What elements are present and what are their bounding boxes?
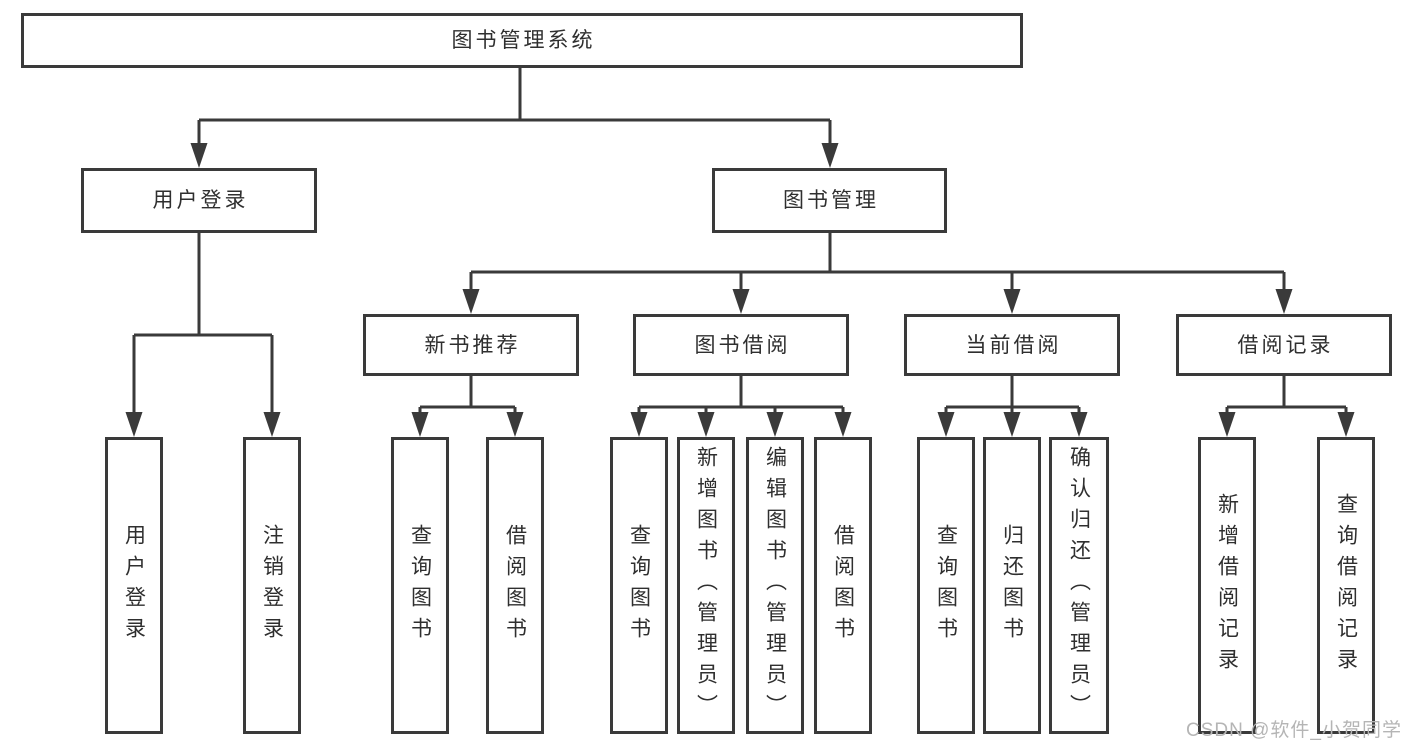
node-bb-edit-books-admin: 编辑图书（管理员） [746,437,804,734]
node-user-login: 用户登录 [81,168,317,233]
arrowheads-book-management [462,289,1293,314]
node-book-management: 图书管理 [712,168,947,233]
connector-book-management [469,233,1286,291]
connector-current-borrow [944,376,1081,414]
connector-user-login [132,233,274,414]
node-root: 图书管理系统 [21,13,1023,68]
arrowheads-borrow-records [1218,412,1355,437]
node-cb-query-books: 查询图书 [917,437,975,734]
node-bb-borrow-books: 借阅图书 [814,437,872,734]
connector-book-borrow [637,376,845,414]
arrowheads-user-login [125,412,281,437]
node-cb-return-books: 归还图书 [983,437,1041,734]
node-borrow-records: 借阅记录 [1176,314,1392,376]
node-nbr-borrow-books: 借阅图书 [486,437,544,734]
node-logout: 注销登录 [243,437,301,734]
connector-root [197,68,832,145]
connector-borrow-records [1225,376,1348,414]
arrowheads-current-borrow [937,412,1088,437]
connector-new-book-recommend [418,376,517,414]
node-current-borrow: 当前借阅 [904,314,1120,376]
node-login: 用户登录 [105,437,163,734]
node-bb-add-books-admin: 新增图书（管理员） [677,437,735,734]
node-new-book-recommend: 新书推荐 [363,314,579,376]
arrowheads-new-book-recommend [411,412,524,437]
arrowheads-book-borrow [630,412,852,437]
node-nbr-query-books: 查询图书 [391,437,449,734]
watermark: CSDN @软件_小贺同学 [1186,720,1402,741]
node-br-add-record: 新增借阅记录 [1198,437,1256,734]
arrowheads-root [190,143,839,168]
node-bb-query-books: 查询图书 [610,437,668,734]
node-cb-confirm-return-admin: 确认归还（管理员） [1049,437,1109,734]
node-br-query-record: 查询借阅记录 [1317,437,1375,734]
node-book-borrow: 图书借阅 [633,314,849,376]
